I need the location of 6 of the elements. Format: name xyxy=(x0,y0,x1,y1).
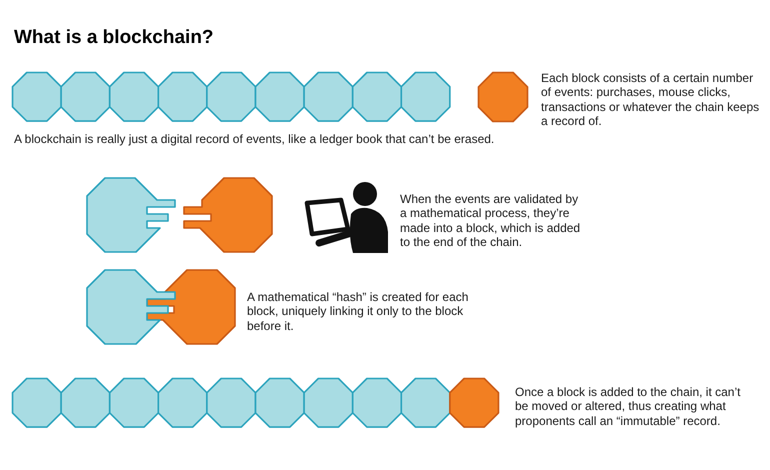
annotation-text: When the events are validated by a mathematical process, they’re made into a block, which is added to the end of the chain. xyxy=(400,192,582,250)
diagram-title: What is a blockchain? xyxy=(14,27,214,49)
annotation-text: Each block consists of a certain number of events: purchases, mouse clicks, transactions or whatever the chain keeps a record of. xyxy=(541,71,760,128)
annotation-text: Once a block is added to the chain, it can’t be moved or altered, thus creating what proponents call an “immutable” record. xyxy=(515,385,742,428)
annotation-text: A blockchain is really just a digital record of events, like a ledger book that can’t be erased. xyxy=(14,132,494,146)
annotation-text: A mathematical “hash” is created for each block, uniquely linking it only to the block before it. xyxy=(247,290,470,333)
